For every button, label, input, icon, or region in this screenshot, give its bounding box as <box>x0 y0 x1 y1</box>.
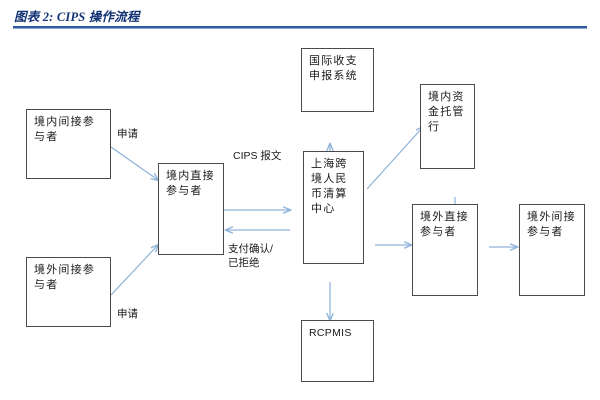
edge-label-apply-bottom: 申请 <box>117 308 138 320</box>
node-overseas-indirect-participant-left[interactable]: 境外间接参与者 <box>26 257 111 327</box>
edge-domestic-indirect-to-direct <box>110 146 158 180</box>
edge-overseas-indirect-to-direct <box>110 245 158 296</box>
node-domestic-fund-custodian-bank[interactable]: 境内资金托管行 <box>420 84 475 169</box>
flowchart-canvas: 境内间接参与者 境外间接参与者 境内直接参与者 国际收支申报系统 上海跨境人民币… <box>0 32 600 400</box>
node-bop-declaration-system[interactable]: 国际收支申报系统 <box>301 48 374 112</box>
edge-label-apply-top: 申请 <box>117 128 138 140</box>
flowchart-connectors <box>110 32 600 400</box>
node-domestic-indirect-participant[interactable]: 境内间接参与者 <box>26 109 111 179</box>
edge-label-cips-message: CIPS 报文 <box>233 150 282 162</box>
edge-clearing-to-custodian <box>366 127 423 190</box>
edge-label-payment-confirmation: 支付确认/ 已拒绝 <box>228 242 273 270</box>
title-rule <box>13 26 587 28</box>
node-overseas-direct-participant[interactable]: 境外直接参与者 <box>412 204 478 296</box>
edge-label-payment-confirmation-line2: 已拒绝 <box>228 257 260 269</box>
figure-title: 图表 2: CIPS 操作流程 <box>14 10 140 24</box>
node-overseas-indirect-participant-right[interactable]: 境外间接参与者 <box>519 204 585 296</box>
node-shanghai-clearing-center[interactable]: 上海跨境人民币清算中心 <box>303 151 364 264</box>
edge-label-payment-confirmation-line1: 支付确认/ <box>228 243 273 255</box>
title-rule-secondary <box>13 28 587 29</box>
node-domestic-direct-participant[interactable]: 境内直接参与者 <box>158 163 224 255</box>
node-rcpmis[interactable]: RCPMIS <box>301 320 374 382</box>
